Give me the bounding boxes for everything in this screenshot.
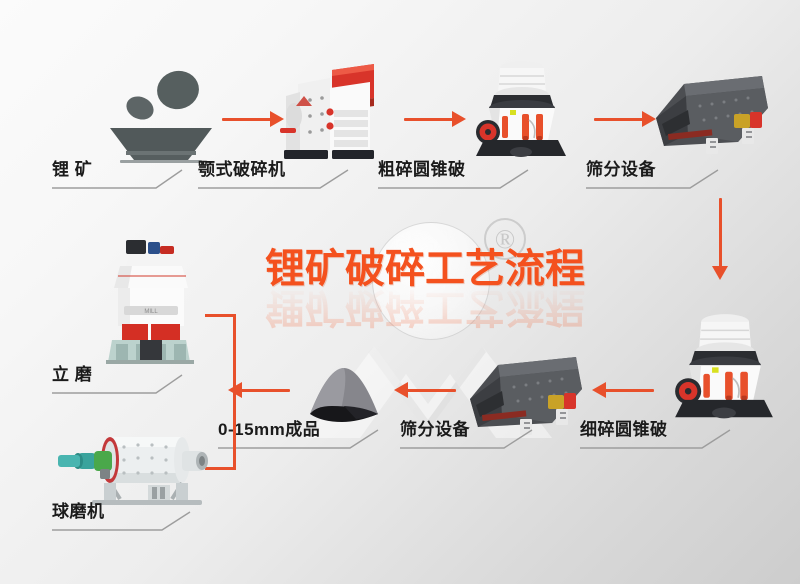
label-underline — [52, 511, 191, 531]
page-title: 锂矿破碎工艺流程 — [265, 247, 585, 291]
ore-pile-icon — [110, 70, 212, 163]
node-label-ore-text: 锂 矿 — [52, 160, 93, 179]
label-underline — [52, 169, 183, 189]
node-label-jaw-crusher: 颚式破碎机 — [198, 155, 358, 189]
arrow-jaw-to-coarse-cone — [404, 111, 466, 127]
node-label-screen-bottom: 筛分设备 — [400, 415, 550, 449]
cone-crusher-icon — [476, 61, 566, 157]
node-label-product: 0-15mm成品 — [218, 415, 388, 449]
label-underline — [378, 169, 529, 189]
node-label-ball-mill: 球磨机 — [52, 497, 202, 531]
arrow-ore-to-jaw — [222, 111, 284, 127]
mill-branch-bracket — [205, 314, 239, 470]
ball-mill-icon — [58, 437, 208, 505]
node-label-product-text: 0-15mm成品 — [218, 420, 321, 439]
arrow-screen2-to-product — [394, 382, 456, 398]
vibrating-screen-icon — [656, 76, 768, 154]
node-label-vertical-mill: 立 磨 — [52, 360, 192, 394]
node-label-fine-cone: 细碎圆锥破 — [580, 415, 740, 449]
jaw-crusher-icon — [280, 64, 374, 159]
arrow-fine-cone-to-screen2 — [592, 382, 654, 398]
node-label-coarse-cone-text: 粗碎圆锥破 — [378, 160, 466, 179]
label-underline — [586, 169, 719, 189]
node-label-ore: 锂 矿 — [52, 155, 192, 189]
node-label-coarse-cone: 粗碎圆锥破 — [378, 155, 538, 189]
cone-crusher-icon — [675, 314, 773, 419]
vibrating-screen-icon — [470, 357, 582, 435]
label-underline — [198, 169, 349, 189]
label-underline — [218, 429, 379, 449]
node-label-jaw-crusher-text: 颚式破碎机 — [198, 160, 286, 179]
arrow-coarse-cone-to-screen — [594, 111, 656, 127]
label-underline — [400, 429, 533, 449]
page-title-reflection: 锂矿破碎工艺流程 — [265, 285, 585, 329]
diagram-title-group: 锂矿破碎工艺流程 锂矿破碎工艺流程 — [265, 236, 630, 336]
label-underline — [580, 429, 731, 449]
node-label-ball-mill-text: 球磨机 — [52, 502, 105, 521]
material-pile-icon — [310, 368, 378, 422]
arrow-screen-to-fine-cone — [712, 198, 728, 280]
node-label-screen-top: 筛分设备 — [586, 155, 736, 189]
node-label-vertical-mill-text: 立 磨 — [52, 365, 93, 384]
label-underline — [52, 374, 183, 394]
svg-text:MILL: MILL — [144, 309, 158, 315]
node-label-screen-bottom-text: 筛分设备 — [400, 420, 470, 439]
node-label-screen-top-text: 筛分设备 — [586, 160, 656, 179]
vertical-mill-icon: MILL — [106, 240, 194, 364]
node-label-fine-cone-text: 细碎圆锥破 — [580, 420, 668, 439]
